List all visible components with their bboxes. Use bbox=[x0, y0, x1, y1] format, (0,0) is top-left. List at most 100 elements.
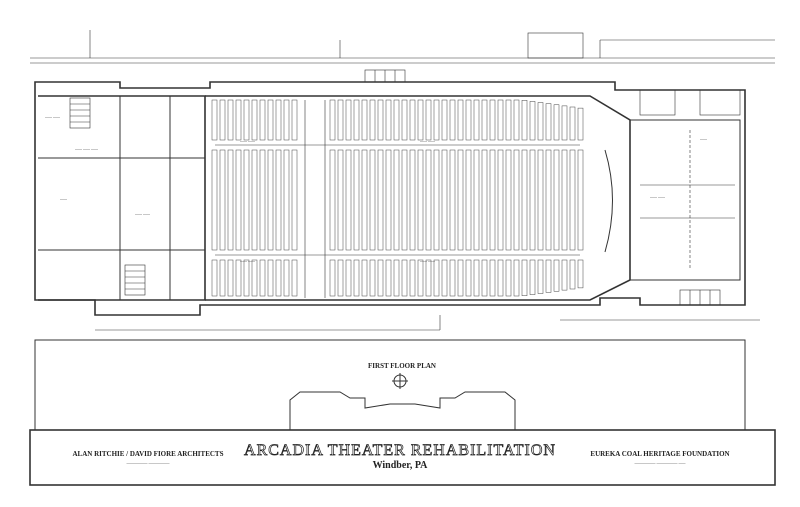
seat-row bbox=[291, 259, 298, 297]
seat-row bbox=[577, 107, 584, 141]
seat-row bbox=[569, 259, 576, 290]
seat-row bbox=[457, 99, 464, 141]
seat-row bbox=[275, 149, 282, 251]
seat-row bbox=[497, 259, 504, 297]
project-title: ARCADIA THEATER REHABILITATION bbox=[244, 442, 556, 459]
seat-row bbox=[291, 149, 298, 251]
seat-row bbox=[553, 149, 560, 251]
seat-row bbox=[561, 105, 568, 141]
stage bbox=[629, 89, 741, 281]
seat-row bbox=[329, 99, 336, 141]
seat-row bbox=[529, 101, 536, 141]
seat-row bbox=[401, 149, 408, 251]
seat-row bbox=[361, 149, 368, 251]
seat-row bbox=[275, 259, 282, 297]
client-name: EUREKA COAL HERITAGE FOUNDATION bbox=[590, 450, 729, 458]
seat-row bbox=[385, 149, 392, 251]
seat-row bbox=[329, 149, 336, 251]
seat-row bbox=[235, 99, 242, 141]
seat-row bbox=[393, 149, 400, 251]
title-block: ARCADIA THEATER REHABILITATION Windber, … bbox=[29, 429, 776, 486]
seat-row bbox=[361, 99, 368, 141]
seat-row bbox=[267, 99, 274, 141]
seat-row bbox=[409, 99, 416, 141]
seat-row bbox=[369, 149, 376, 251]
seat-row bbox=[425, 149, 432, 251]
seat-row bbox=[521, 259, 528, 296]
seat-row bbox=[561, 259, 568, 291]
seat-row bbox=[369, 259, 376, 297]
drawing-notes: —— —— —— —— —— —— —— —— —— —— —— —— —— —… bbox=[45, 115, 708, 263]
architect-name: ALAN RITCHIE / DAVID FIORE ARCHITECTS bbox=[73, 450, 224, 458]
seat-row bbox=[259, 149, 266, 251]
seat-row bbox=[275, 99, 282, 141]
seat-row bbox=[489, 149, 496, 251]
seat-row bbox=[345, 99, 352, 141]
seat-row bbox=[235, 259, 242, 297]
seat-row bbox=[337, 99, 344, 141]
seat-row bbox=[489, 99, 496, 141]
seat-row bbox=[337, 149, 344, 251]
seat-row bbox=[577, 149, 584, 251]
seat-row bbox=[553, 259, 560, 292]
seat-row bbox=[211, 259, 218, 297]
seat-row bbox=[537, 259, 544, 294]
seat-row bbox=[377, 149, 384, 251]
seat-row bbox=[513, 149, 520, 251]
seat-row bbox=[251, 149, 258, 251]
seat-row bbox=[283, 99, 290, 141]
seat-row bbox=[545, 103, 552, 141]
seat-row bbox=[441, 259, 448, 297]
seat-row bbox=[409, 149, 416, 251]
seat-row bbox=[353, 259, 360, 297]
seat-row bbox=[227, 99, 234, 141]
seat-row bbox=[393, 99, 400, 141]
seat-row bbox=[481, 259, 488, 297]
seat-row bbox=[457, 149, 464, 251]
seat-row bbox=[545, 149, 552, 251]
seat-row bbox=[505, 99, 512, 141]
seat-row bbox=[259, 99, 266, 141]
seat-row bbox=[283, 149, 290, 251]
seat-row bbox=[227, 259, 234, 297]
seat-row bbox=[505, 149, 512, 251]
seat-row bbox=[243, 149, 250, 251]
seat-row bbox=[377, 99, 384, 141]
seat-row bbox=[473, 259, 480, 297]
seat-row bbox=[441, 99, 448, 141]
seat-row bbox=[417, 99, 424, 141]
seat-row bbox=[497, 149, 504, 251]
seat-row bbox=[401, 259, 408, 297]
seat-row bbox=[449, 149, 456, 251]
auditorium bbox=[205, 95, 631, 301]
seat-row bbox=[417, 259, 424, 297]
seat-row bbox=[457, 259, 464, 297]
seat-row bbox=[251, 259, 258, 297]
seat-row bbox=[385, 99, 392, 141]
seat-row bbox=[393, 259, 400, 297]
seat-row bbox=[219, 259, 226, 297]
lobby-stairs bbox=[69, 69, 721, 306]
seat-row bbox=[401, 99, 408, 141]
seat-row bbox=[513, 99, 520, 141]
seat-row bbox=[345, 259, 352, 297]
seat-row bbox=[369, 99, 376, 141]
svg-text:—— ——: —— —— bbox=[240, 139, 255, 143]
north-arrow-icon bbox=[392, 373, 408, 389]
seat-row bbox=[569, 106, 576, 141]
seat-row bbox=[267, 149, 274, 251]
seat-row bbox=[235, 149, 242, 251]
seat-row bbox=[529, 259, 536, 295]
seat-row bbox=[377, 259, 384, 297]
seat-row bbox=[211, 149, 218, 251]
seat-row bbox=[513, 259, 520, 297]
seat-row bbox=[433, 149, 440, 251]
property-lines bbox=[30, 30, 775, 64]
svg-text:—————— ——————: —————— —————— bbox=[127, 461, 170, 465]
seat-row bbox=[449, 259, 456, 297]
svg-text:—— ——: —— —— bbox=[45, 115, 60, 119]
elevation-frame bbox=[34, 339, 746, 430]
svg-text:—— ——: —— —— bbox=[420, 139, 435, 143]
seat-row bbox=[537, 149, 544, 251]
